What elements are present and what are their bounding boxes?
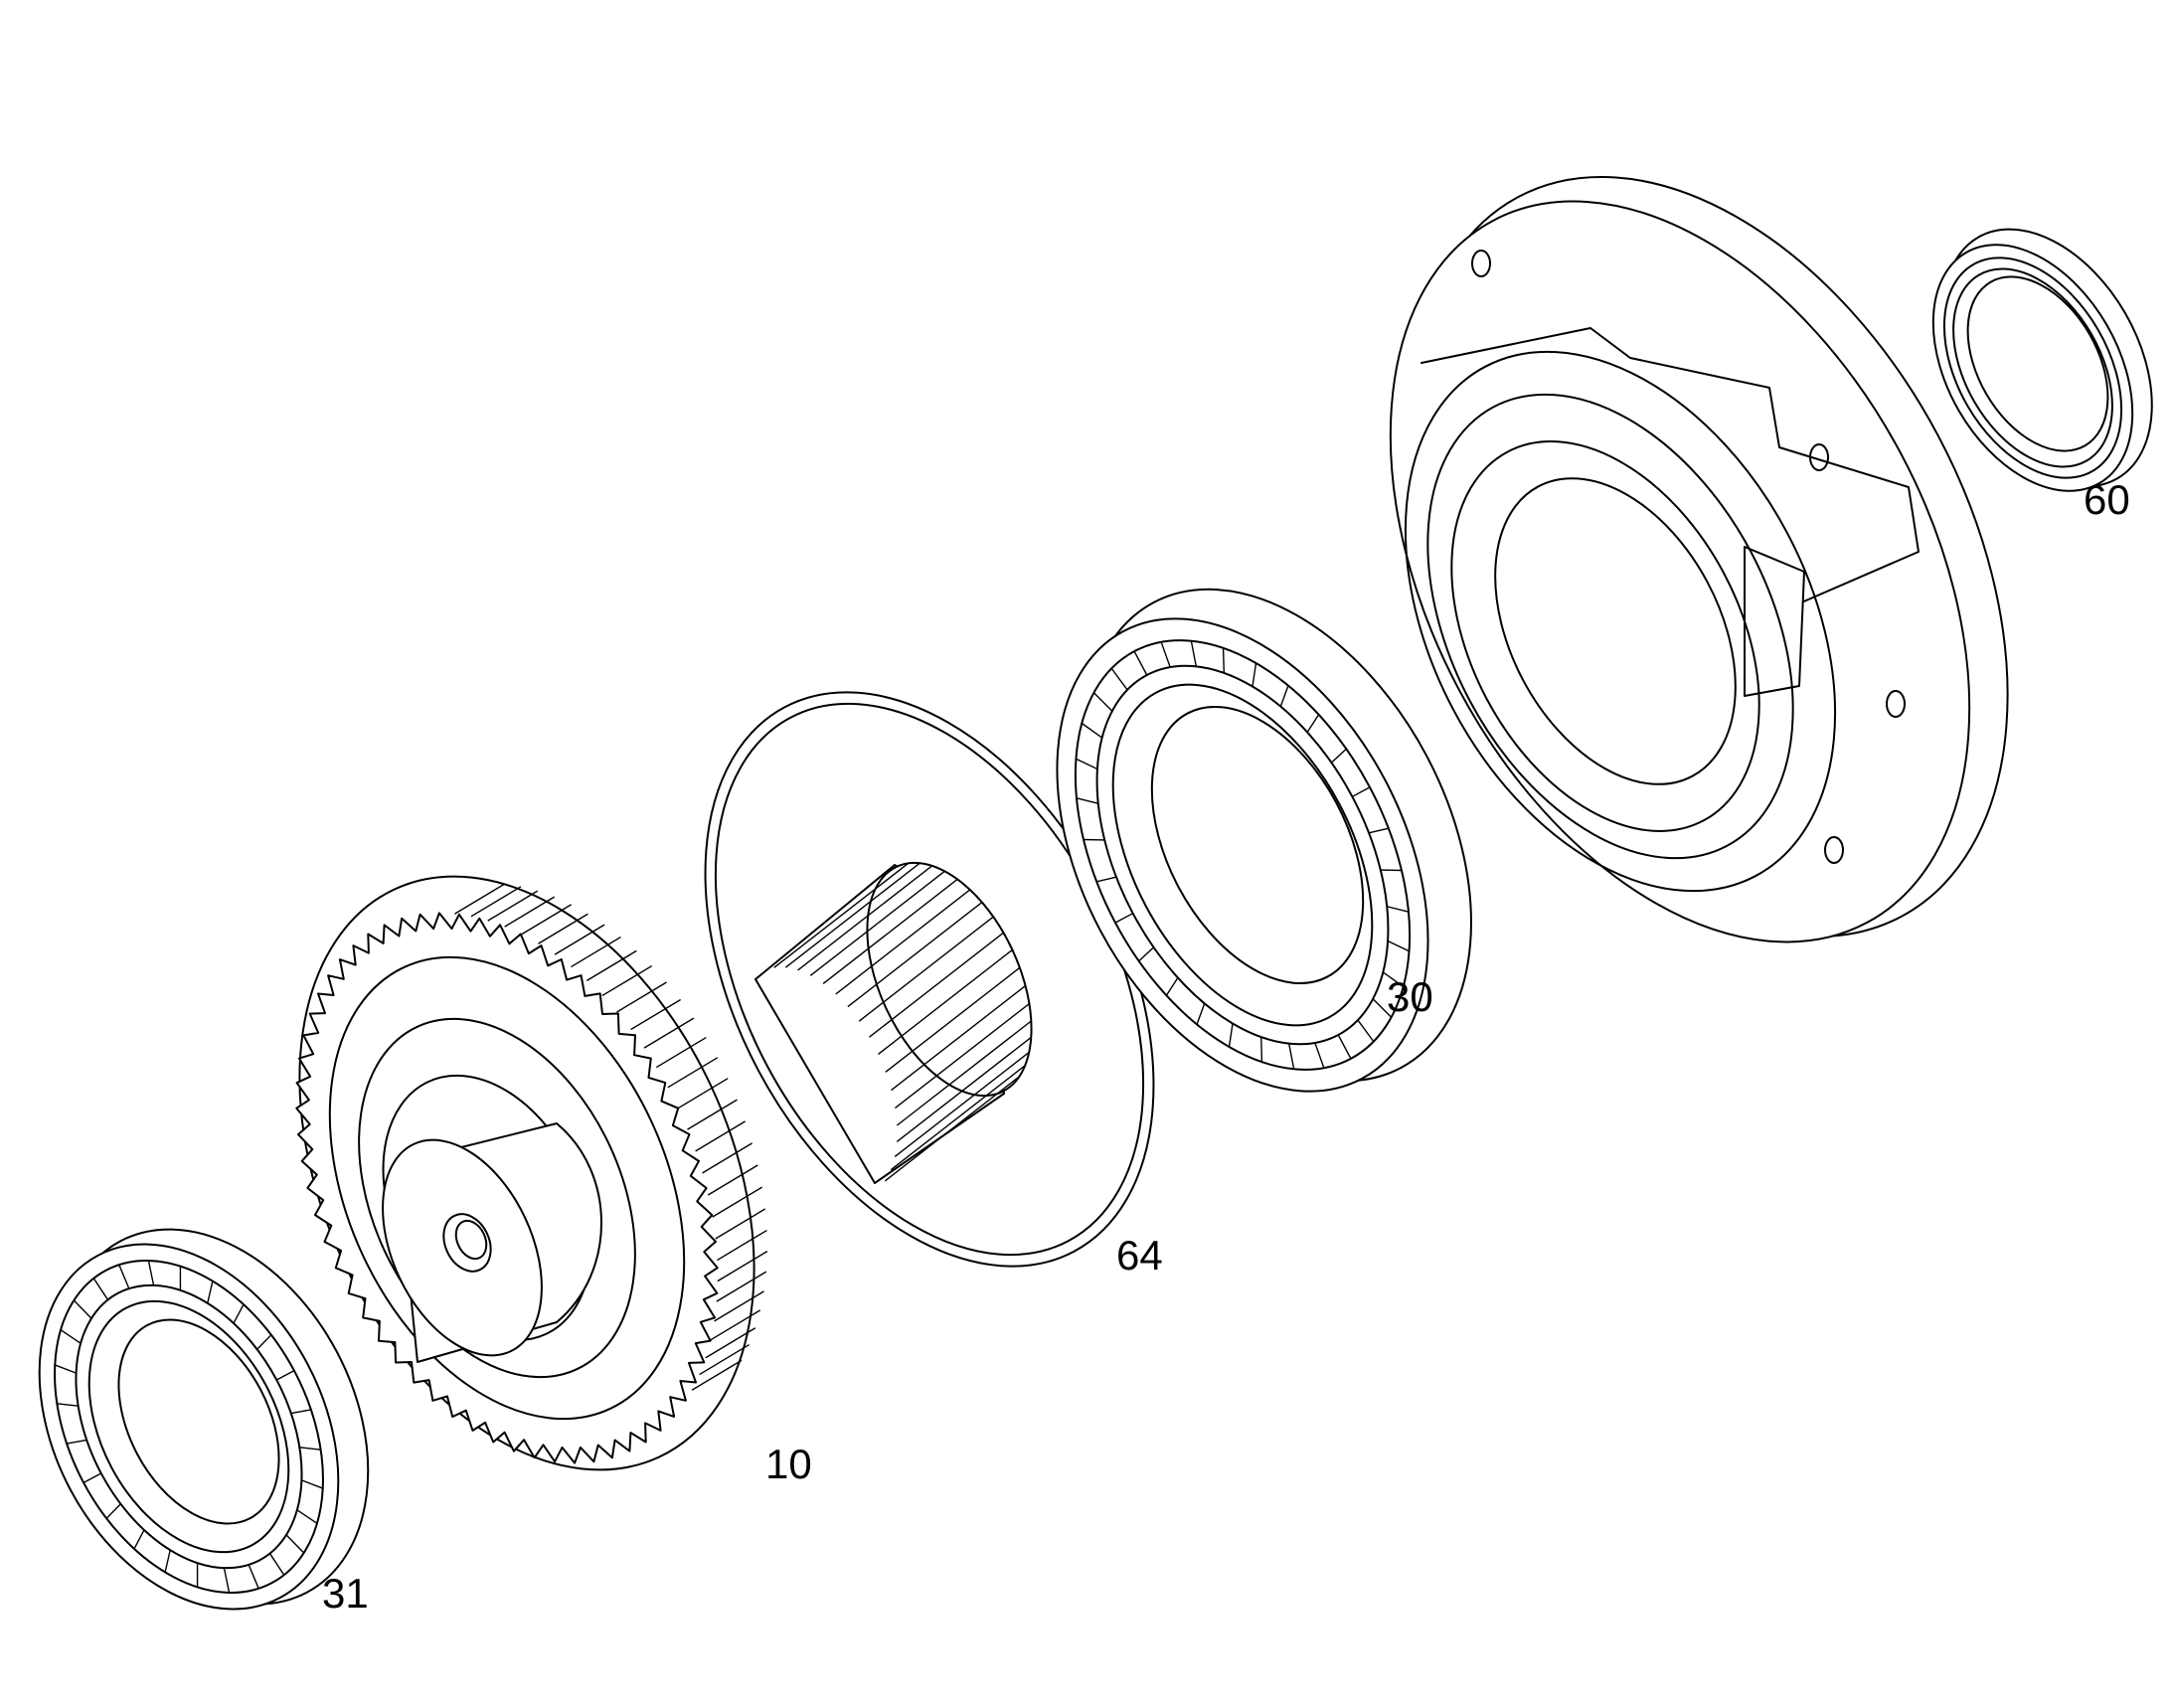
roller-line bbox=[1261, 1037, 1262, 1062]
callout-30: 30 bbox=[1387, 976, 1433, 1018]
roller-line bbox=[1224, 648, 1225, 673]
callout-10: 10 bbox=[765, 1444, 812, 1485]
callout-64: 64 bbox=[1116, 1235, 1163, 1277]
callout-31: 31 bbox=[322, 1573, 369, 1615]
callout-60: 60 bbox=[2084, 479, 2130, 521]
